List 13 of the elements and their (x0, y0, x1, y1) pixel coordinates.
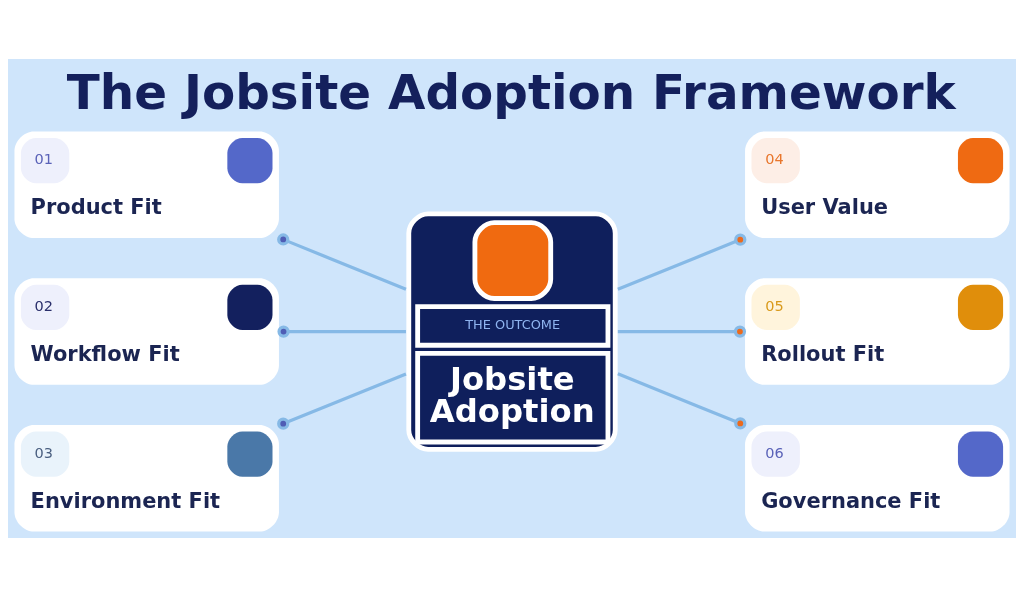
node-box: 01 Product Fit (14, 131, 279, 238)
node-box: 04 User Value (745, 131, 1010, 238)
node-box: 05 Rollout Fit (745, 278, 1010, 385)
connector (617, 325, 747, 338)
node-box: 03 Environment Fit (14, 425, 279, 532)
connector (277, 233, 407, 291)
connector (277, 372, 407, 430)
node-box: 06 Governance Fit (745, 425, 1010, 532)
diagram-title: The Jobsite Adoption Framework (66, 64, 956, 120)
connector (617, 372, 747, 430)
connector (617, 233, 747, 291)
node-box: 02 Workflow Fit (14, 278, 279, 385)
connector (277, 325, 406, 338)
